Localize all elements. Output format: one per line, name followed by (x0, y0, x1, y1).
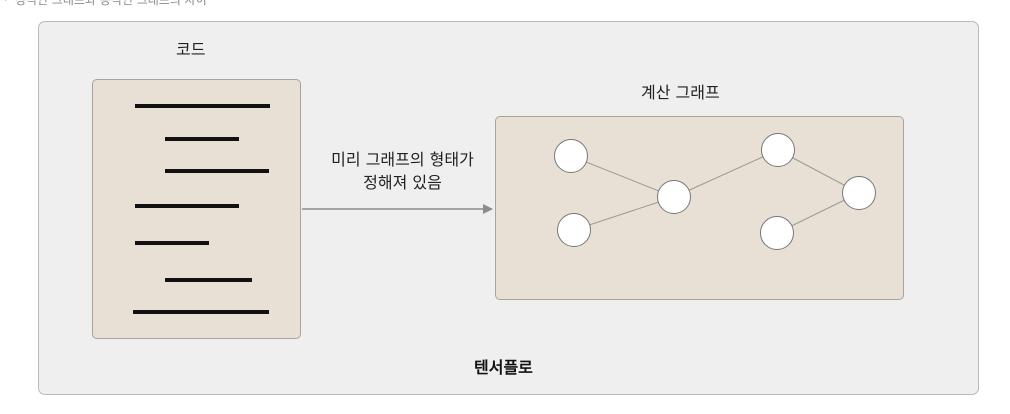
arrow-label: 미리 그래프의 형태가 정해져 있음 (300, 148, 505, 194)
code-line (165, 137, 239, 141)
computation-graph-label: 계산 그래프 (641, 83, 720, 102)
code-line (165, 278, 252, 282)
graph-node (657, 180, 691, 214)
code-line (133, 310, 269, 314)
framework-label: 텐서플로 (474, 358, 533, 377)
graph-node (842, 176, 876, 210)
graph-node (761, 133, 795, 167)
graph-node (760, 216, 794, 250)
figure-caption: ㆍ 정적인 그래프와 동적인 그래프의 차이 (0, 0, 207, 7)
code-box (92, 79, 301, 339)
graph-edges (570, 149, 860, 234)
code-label: 코드 (176, 40, 206, 59)
graph-edge (573, 196, 675, 231)
code-line (165, 169, 269, 173)
graph-edge (570, 155, 675, 198)
code-line (135, 204, 239, 208)
graph-nodes (554, 133, 876, 250)
code-line (135, 241, 209, 245)
graph-node (554, 139, 588, 173)
graph-node (557, 213, 591, 247)
arrow-label-line2: 정해져 있음 (363, 173, 442, 192)
graph-edge (673, 149, 779, 198)
arrow-label-line1: 미리 그래프의 형태가 (331, 150, 474, 169)
code-line (135, 104, 270, 108)
